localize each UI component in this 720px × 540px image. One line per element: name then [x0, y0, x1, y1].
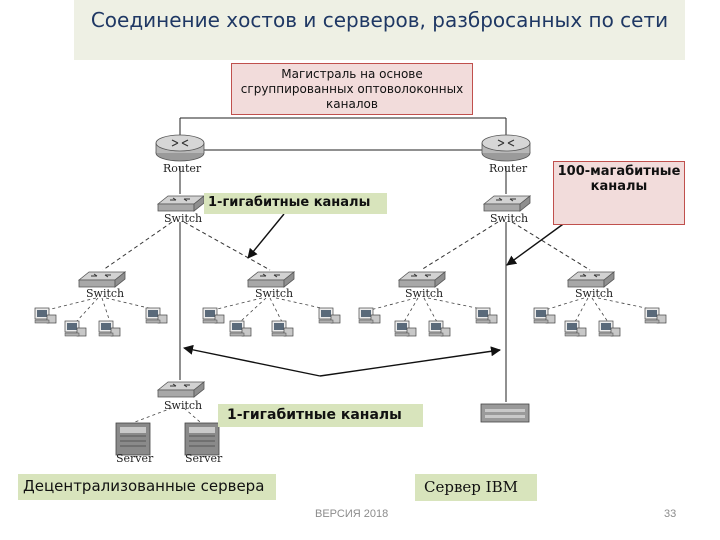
pc-icon — [318, 307, 341, 324]
router-right — [481, 134, 531, 162]
core-switch-left — [157, 195, 205, 212]
arrow-gigabit-right — [319, 346, 501, 377]
server-icon — [115, 422, 151, 456]
access-switch-2 — [247, 271, 295, 288]
gigabit-label-bottom: 1-гигабитные каналы — [218, 404, 423, 427]
switch-label-access-3: Switch — [405, 287, 443, 300]
switch-label-core-right: Switch — [490, 212, 528, 225]
router-left — [155, 134, 205, 162]
footer-version: ВЕРСИЯ 2018 — [315, 508, 389, 520]
arrow-100mbit — [506, 221, 567, 266]
pc-icon — [394, 320, 417, 337]
switch-uplinks — [102, 221, 591, 271]
pc-icon — [202, 307, 225, 324]
slide-title: Соединение хостов и серверов, разбросанн… — [90, 8, 669, 32]
page-number: 33 — [664, 508, 677, 520]
arrow-gigabit-top — [247, 213, 285, 259]
server-links — [134, 407, 201, 423]
pc-icon — [271, 320, 294, 337]
access-switch-4 — [567, 271, 615, 288]
switch-label-core-left: Switch — [164, 212, 202, 225]
decentralized-servers-label: Децентрализованные сервера — [18, 474, 276, 500]
pc-icon — [145, 307, 168, 324]
workstation-group-4 — [533, 307, 667, 337]
pc-icon — [475, 307, 498, 324]
router-label-left: Router — [163, 162, 202, 175]
pc-icon — [358, 307, 381, 324]
pc-icon — [564, 320, 587, 337]
pc-icon — [598, 320, 621, 337]
server-switch — [157, 381, 205, 398]
pc-icon — [34, 307, 57, 324]
router-label-right: Router — [489, 162, 528, 175]
ibm-server-icon — [480, 403, 530, 423]
pc-icon — [64, 320, 87, 337]
arrow-gigabit-left — [183, 344, 321, 377]
ibm-server-label: Сервер IBM — [415, 474, 537, 501]
access-switch-1 — [78, 271, 126, 288]
server-icon — [184, 422, 220, 456]
pc-icon — [428, 320, 451, 337]
server-label-1: Server — [116, 452, 154, 465]
workstation-group-2 — [202, 307, 341, 337]
pc-links — [46, 297, 656, 323]
switch-label-access-2: Switch — [255, 287, 293, 300]
pc-icon — [644, 307, 667, 324]
backbone-label-box: Магистраль на основе сгруппированных опт… — [231, 63, 473, 115]
pc-icon — [98, 320, 121, 337]
switch-label-server: Switch — [164, 399, 202, 412]
server-label-2: Server — [185, 452, 223, 465]
core-switch-right — [483, 195, 531, 212]
workstation-group-3 — [358, 307, 498, 337]
switch-label-access-4: Switch — [575, 287, 613, 300]
access-switch-3 — [398, 271, 446, 288]
mbit-label-box: 100-магабитные каналы — [553, 161, 685, 225]
pc-icon — [533, 307, 556, 324]
switch-label-access-1: Switch — [86, 287, 124, 300]
pc-icon — [229, 320, 252, 337]
workstation-group-1 — [34, 307, 168, 337]
title-band — [74, 0, 685, 60]
gigabit-label-top: 1-гигабитные каналы — [204, 193, 387, 214]
